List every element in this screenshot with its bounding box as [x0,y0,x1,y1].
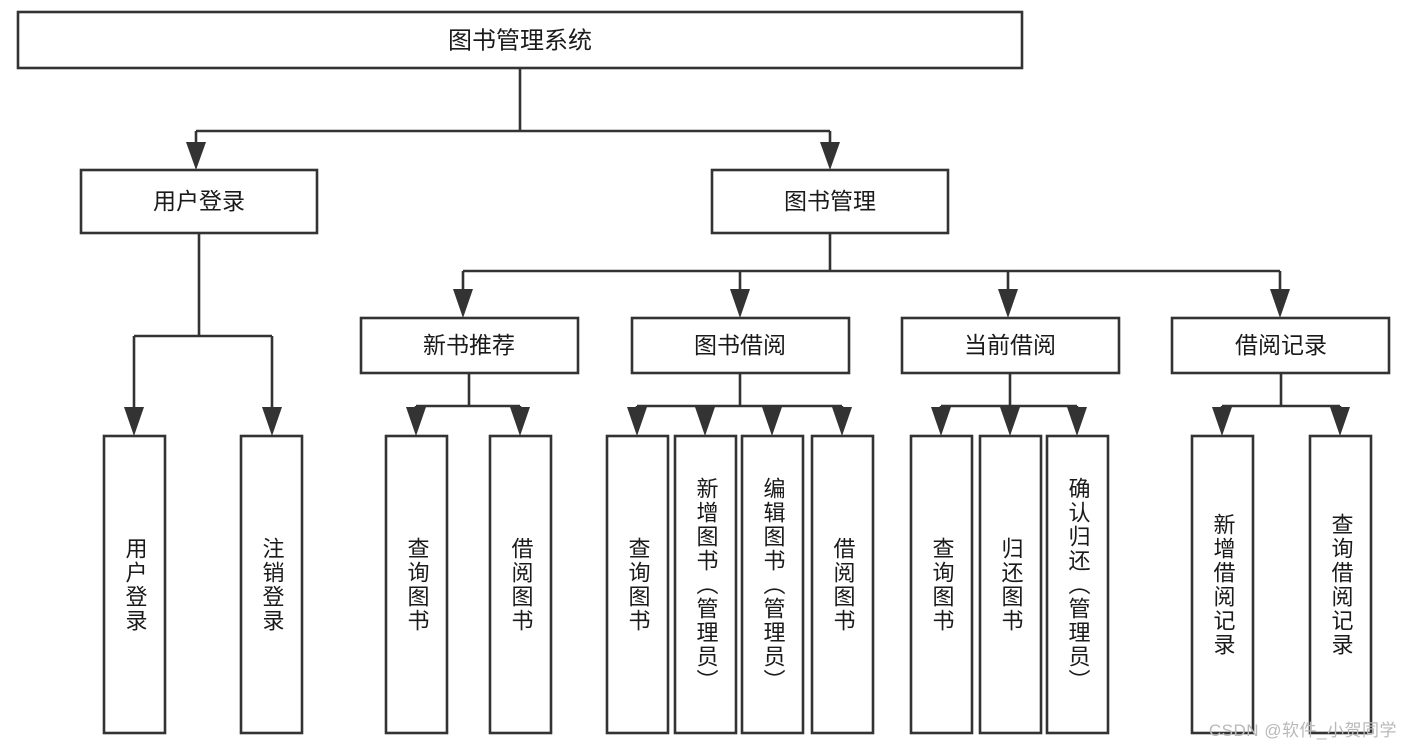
book-management-label: 图书管理 [784,188,876,214]
arrow-borrowrecord-leaf-2 [1330,407,1350,436]
leaf-add-record-box[interactable] [1190,434,1255,735]
root-box[interactable] [16,10,1024,70]
arrow-root-to-bookmgmt [820,142,840,170]
arrow-userlogin-leaf-2 [262,407,282,436]
arrow-bookborrow-leaf-1 [627,407,647,436]
arrow-currentborrow-leaf-1 [931,407,951,436]
watermark-text: CSDN @软件_小贺同学 [1208,721,1397,740]
arrow-userlogin-leaf-1 [124,407,144,436]
leaf-query-book-3-box[interactable] [909,434,974,735]
arrow-bookmgmt-to-borrowrecord [1270,289,1290,318]
leaf-query-book-1-box[interactable] [384,434,449,735]
node-book-management[interactable]: 图书管理 [710,168,950,235]
arrow-newbook-leaf-2 [510,407,530,436]
arrow-bookmgmt-to-newbook [453,289,473,318]
leaf-query-record-box[interactable] [1308,434,1373,735]
node-book-borrow[interactable]: 图书借阅 [630,316,851,375]
leaf-return-book-box[interactable] [978,434,1043,735]
borrow-record-box[interactable] [1170,316,1391,375]
book-borrow-box[interactable] [630,316,851,375]
leaf-confirm-return-box[interactable] [1045,434,1110,735]
new-book-recommend-box[interactable] [359,316,580,375]
current-borrow-box[interactable] [900,316,1121,375]
node-root-system[interactable]: 图书管理系统 [16,10,1024,70]
leaf-edit-book-box[interactable] [740,434,805,735]
arrow-bookborrow-leaf-4 [832,407,852,436]
new-book-recommend-label: 新书推荐 [423,332,515,358]
node-current-borrow[interactable]: 当前借阅 [900,316,1121,375]
arrow-bookmgmt-to-currentborrow [998,289,1018,318]
leaf-user-logout-box[interactable] [239,434,304,735]
current-borrow-label: 当前借阅 [964,332,1056,358]
leaf-borrow-book-1-box[interactable] [488,434,553,735]
arrow-bookmgmt-to-bookborrow [730,289,750,318]
connector-layer [124,68,1350,436]
arrow-borrowrecord-leaf-1 [1212,407,1232,436]
arrow-root-to-userlogin [186,142,206,170]
leaf-borrow-book-2-box[interactable] [810,434,875,735]
arrow-newbook-leaf-1 [406,407,426,436]
leaf-box-layer [102,434,1373,735]
book-borrow-label: 图书借阅 [694,332,786,358]
root-box-label: 图书管理系统 [448,27,592,54]
arrow-bookborrow-leaf-2 [695,407,715,436]
borrow-record-label: 借阅记录 [1235,332,1327,358]
node-borrow-record[interactable]: 借阅记录 [1170,316,1391,375]
leaf-query-book-2-box[interactable] [605,434,670,735]
user-login-box[interactable] [79,168,319,235]
user-login-label: 用户登录 [153,188,245,214]
leaf-add-book-box[interactable] [673,434,738,735]
book-management-box[interactable] [710,168,950,235]
arrow-currentborrow-leaf-2 [1000,407,1020,436]
node-user-login[interactable]: 用户登录 [79,168,319,235]
leaf-user-login-box[interactable] [102,434,167,735]
arrow-currentborrow-leaf-3 [1067,407,1087,436]
arrow-bookborrow-leaf-3 [762,407,782,436]
node-new-book-recommend[interactable]: 新书推荐 [359,316,580,375]
